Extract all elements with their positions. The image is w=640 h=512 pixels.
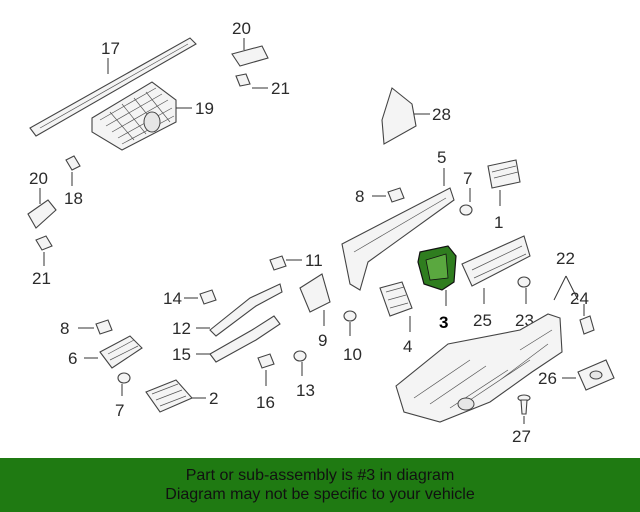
part-1-air-vent	[487, 159, 521, 189]
part-10-pin	[343, 310, 357, 322]
callout-11: 11	[305, 251, 323, 270]
callout-26: 26	[538, 369, 557, 388]
callout-9: 9	[318, 331, 327, 350]
part-8-upper-clip	[387, 187, 405, 203]
callout-22: 22	[556, 249, 575, 268]
callout-21-top: 21	[271, 79, 290, 98]
callout-4: 4	[403, 337, 412, 356]
part-24-clip	[579, 315, 595, 335]
part-26-trim-panel	[577, 359, 615, 391]
part-20-top-plate	[231, 45, 269, 67]
part-20-left-plate	[27, 199, 57, 229]
part-7-lower-pin	[117, 372, 131, 384]
callout-21-left: 21	[32, 269, 51, 288]
part-7-upper-pin	[459, 204, 473, 216]
callout-20-left: 20	[29, 169, 48, 188]
part-22-floor-console	[395, 313, 563, 423]
callout-16: 16	[256, 393, 275, 412]
banner-line-2: Diagram may not be specific to your vehi…	[165, 486, 475, 503]
callout-5: 5	[437, 148, 446, 167]
part-15-lower-panel	[209, 315, 281, 363]
callout-14: 14	[163, 289, 182, 308]
callout-27: 27	[512, 427, 531, 446]
part-12-upper-panel	[209, 283, 283, 337]
part-16-clip	[257, 353, 275, 369]
callout-19: 19	[195, 99, 214, 118]
callout-3: 3	[439, 313, 448, 332]
part-3-highlighted-bracket	[417, 245, 457, 291]
callout-8-upper: 8	[355, 187, 364, 206]
callout-13: 13	[296, 381, 315, 400]
callout-24: 24	[570, 289, 589, 308]
parts-diagram: 17 19 20 21 28 20 18 21 5	[27, 19, 615, 446]
part-9-bracket	[299, 273, 331, 313]
part-5-side-trim	[341, 187, 455, 291]
part-6-vent-bracket	[99, 335, 143, 369]
callout-10: 10	[343, 345, 362, 364]
part-13-pin	[293, 350, 307, 362]
callout-7-upper: 7	[463, 169, 472, 188]
callout-18: 18	[64, 189, 83, 208]
part-4-side-vent	[379, 281, 413, 317]
part-23-pin	[517, 276, 531, 288]
callout-8-lower: 8	[60, 319, 69, 338]
part-18-clip	[65, 155, 81, 171]
part-19-speaker-grille	[91, 81, 177, 151]
callout-12: 12	[172, 319, 191, 338]
part-11-clip	[269, 255, 287, 271]
part-21-left-clip	[35, 235, 53, 251]
callout-20-top: 20	[232, 19, 251, 38]
leader-22a	[553, 275, 567, 301]
callout-28: 28	[432, 105, 451, 124]
part-25-long-bracket	[461, 235, 531, 287]
callout-1: 1	[494, 213, 503, 232]
callout-2: 2	[209, 389, 218, 408]
info-banner: Part or sub-assembly is #3 in diagram Di…	[0, 458, 640, 512]
callout-6: 6	[68, 349, 77, 368]
callout-15: 15	[172, 345, 191, 364]
callout-17: 17	[101, 39, 120, 58]
callout-7-lower: 7	[115, 401, 124, 420]
part-2-lower-vent	[145, 379, 193, 413]
part-8-lower-clip	[95, 319, 113, 335]
leader-22b	[565, 275, 579, 301]
callout-25: 25	[473, 311, 492, 330]
part-27-push-pin	[517, 394, 531, 415]
part-17-dash-trim-strip	[29, 37, 197, 137]
part-14-clip	[199, 289, 217, 305]
banner-line-1: Part or sub-assembly is #3 in diagram	[185, 467, 455, 484]
part-21-top-clip	[235, 73, 251, 87]
part-28-corner-cover	[381, 87, 417, 145]
